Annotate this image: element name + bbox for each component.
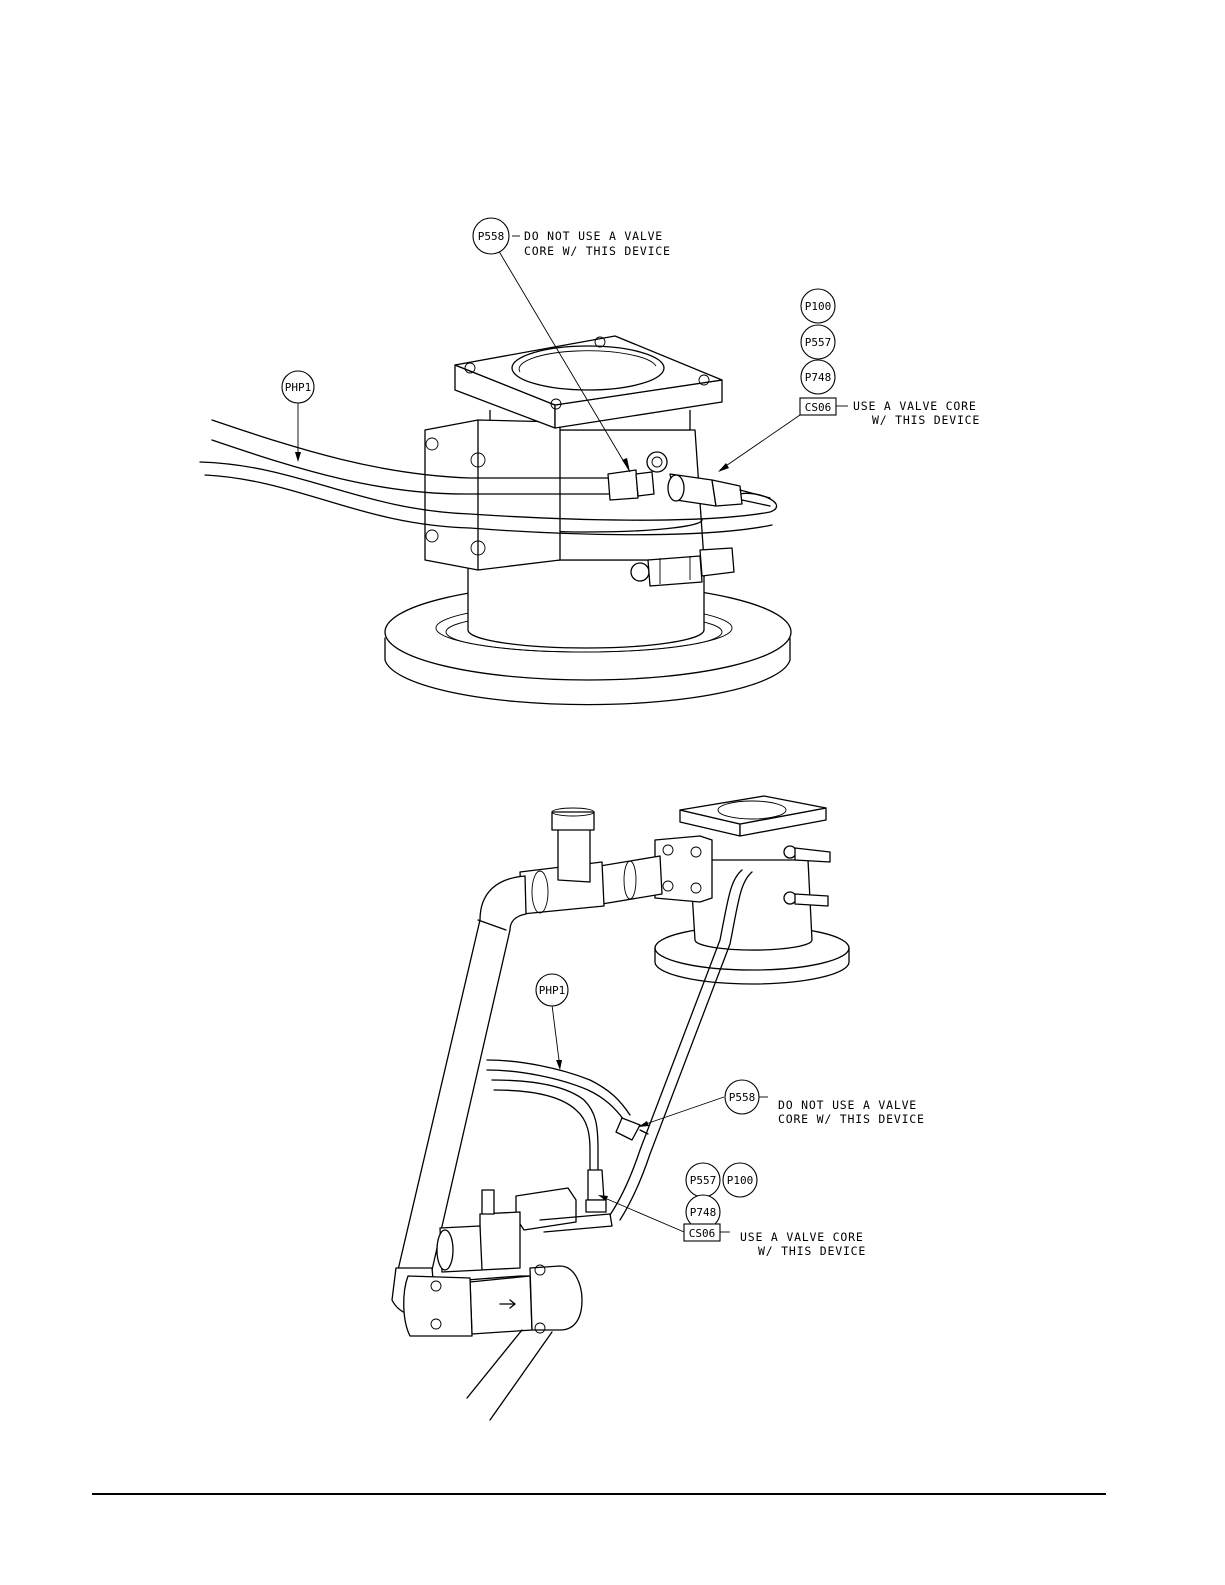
- bottom-callout-php1: PHP1: [536, 974, 568, 1006]
- top-fitting-with-core: [668, 474, 770, 506]
- top-callout-p100: P100: [801, 289, 835, 323]
- svg-text:P558: P558: [729, 1091, 756, 1104]
- svg-text:P748: P748: [805, 371, 832, 384]
- bottom-callout-p558: P558: [725, 1080, 759, 1114]
- top-leader-cs06: [720, 415, 800, 470]
- bottom-leader-p558: [640, 1097, 724, 1126]
- bottom-fitting-no-core: [616, 1118, 648, 1140]
- svg-text:CS06: CS06: [689, 1227, 716, 1240]
- bottom-fitting-with-core: [586, 1170, 606, 1212]
- bottom-note-use-core-line1: USE A VALVE CORE: [740, 1230, 864, 1244]
- top-figure: P558 PHP1 P100 P557 P748 CS06 DO NOT USE…: [200, 218, 980, 705]
- bottom-note-no-core-line2: CORE W/ THIS DEVICE: [778, 1112, 925, 1126]
- bottom-callout-p557: P557: [686, 1163, 720, 1197]
- top-note-use-core-line2: W/ THIS DEVICE: [872, 413, 980, 427]
- bottom-leader-cs06: [600, 1196, 684, 1232]
- bottom-hoses: [487, 1060, 630, 1175]
- top-callout-p558: P558: [473, 218, 509, 254]
- bottom-note-no-core-line1: DO NOT USE A VALVE: [778, 1098, 917, 1112]
- top-note-no-core-line2: CORE W/ THIS DEVICE: [524, 244, 671, 258]
- top-callout-cs06: CS06: [800, 398, 836, 415]
- svg-text:PHP1: PHP1: [285, 381, 312, 394]
- bottom-leader-php1: [552, 1005, 560, 1068]
- bottom-callout-p100: P100: [723, 1163, 757, 1197]
- svg-text:P557: P557: [805, 336, 832, 349]
- svg-text:CS06: CS06: [805, 401, 832, 414]
- bottom-horizontal-pipe: [520, 808, 662, 914]
- bottom-note-use-core-line2: W/ THIS DEVICE: [758, 1244, 866, 1258]
- top-callout-p748: P748: [801, 360, 835, 394]
- top-note-use-core-line1: USE A VALVE CORE: [853, 399, 977, 413]
- top-side-block: [425, 420, 560, 570]
- top-callout-php1: PHP1: [282, 371, 314, 403]
- bottom-valve-body: [655, 796, 849, 984]
- svg-text:P557: P557: [690, 1174, 717, 1187]
- svg-text:P100: P100: [805, 300, 832, 313]
- bottom-outlet-pipe: [467, 1330, 552, 1420]
- bottom-figure: PHP1 P558 P557 P100 P748 CS06 DO NOT USE…: [392, 796, 925, 1420]
- top-note-no-core-line1: DO NOT USE A VALVE: [524, 229, 663, 243]
- svg-text:P558: P558: [478, 230, 505, 243]
- svg-text:P748: P748: [690, 1206, 717, 1219]
- bottom-callout-cs06: CS06: [684, 1224, 720, 1241]
- top-callout-p557: P557: [801, 325, 835, 359]
- svg-text:P100: P100: [727, 1174, 754, 1187]
- svg-text:PHP1: PHP1: [539, 984, 566, 997]
